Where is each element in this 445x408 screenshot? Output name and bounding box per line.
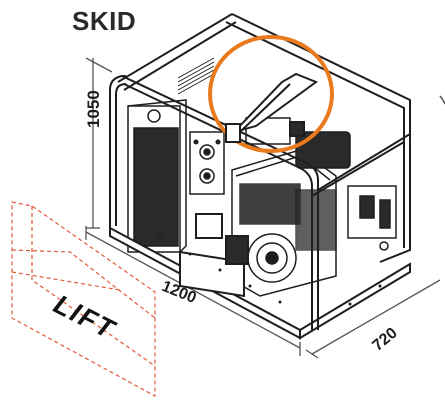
control-cabinet xyxy=(127,99,187,253)
frame-rivets xyxy=(158,236,382,306)
control-panel xyxy=(189,131,225,195)
vent-grille xyxy=(177,57,215,95)
height-dimension-label: 1050 xyxy=(84,90,103,128)
pump-fittings xyxy=(347,185,397,251)
length-dimension-line xyxy=(85,226,301,356)
skid-base xyxy=(109,213,411,340)
partial-badge-circle xyxy=(439,95,445,105)
lift-zone xyxy=(11,201,156,398)
width-dimension-line xyxy=(305,279,441,359)
diagram-title: SKID xyxy=(72,6,137,36)
lifting-point-highlight xyxy=(208,35,334,153)
skid-frame-front xyxy=(109,75,411,330)
height-dimension-line xyxy=(85,57,113,229)
skid-frame-back xyxy=(117,13,411,263)
